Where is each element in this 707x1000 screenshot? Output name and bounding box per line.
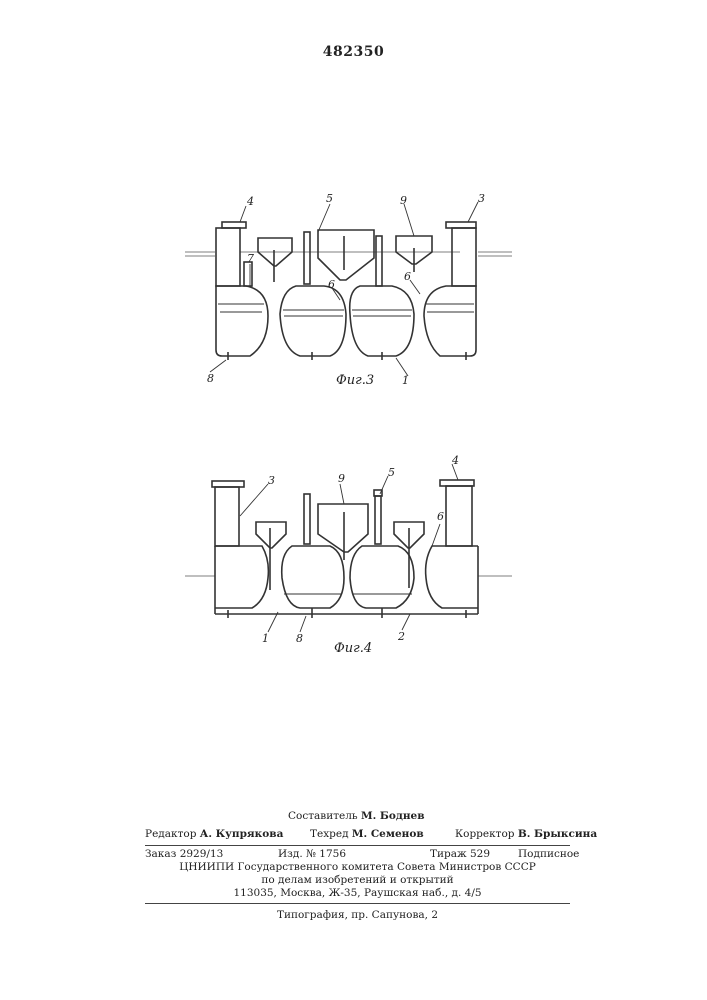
fig4-label-6: 6 (437, 510, 444, 523)
fig3-label-4: 4 (246, 195, 254, 208)
figure-4: 3 9 5 4 6 1 8 2 Фиг.4 (185, 454, 512, 656)
subscription: Подписное (518, 848, 579, 861)
corrector-role: Корректор (455, 828, 515, 840)
fig4-label-8: 8 (296, 632, 303, 645)
fig4-label-5: 5 (388, 466, 395, 479)
org-address: 113035, Москва, Ж-35, Раушская наб., д. … (145, 887, 570, 900)
imprint-divider-top (145, 845, 570, 846)
org-line-1: ЦНИИПИ Государственного комитета Совета … (145, 861, 570, 874)
circulation: Тираж 529 (430, 848, 490, 861)
fig4-label-9: 9 (338, 472, 345, 485)
editor-line: Редактор А. Купрякова (145, 828, 283, 841)
compiler-role: Составитель (288, 810, 358, 822)
imprint-divider-bottom (145, 903, 570, 904)
fig3-label-8: 8 (207, 372, 214, 385)
fig3-label-7: 7 (247, 252, 254, 265)
figure-3: 4 5 9 3 7 6 6 8 1 Фиг.3 (185, 192, 512, 388)
corrector-line: Корректор В. Брыксина (455, 828, 597, 841)
fig3-label-5: 5 (326, 192, 333, 205)
techred-name: М. Семенов (352, 828, 424, 840)
printing-house: Типография, пр. Сапунова, 2 (145, 909, 570, 922)
compiler-name: М. Боднев (361, 810, 425, 822)
fig3-label-6a: 6 (328, 278, 335, 291)
org-line-2: по делам изобретений и открытий (145, 874, 570, 887)
editor-role: Редактор (145, 828, 196, 840)
fig3-caption: Фиг.3 (336, 373, 374, 388)
fig4-label-4: 4 (451, 454, 459, 467)
editor-name: А. Купрякова (200, 828, 284, 840)
edition-number: Изд. № 1756 (278, 848, 346, 861)
fig3-label-9: 9 (400, 194, 407, 207)
fig3-label-1: 1 (402, 374, 409, 387)
techred-role: Техред (310, 828, 349, 840)
techred-line: Техред М. Семенов (310, 828, 424, 841)
fig4-label-1: 1 (262, 632, 269, 645)
fig3-label-6b: 6 (404, 270, 411, 283)
fig4-label-3: 3 (268, 474, 275, 487)
fig4-caption: Фиг.4 (334, 641, 372, 656)
fig3-label-3: 3 (478, 192, 485, 205)
corrector-name: В. Брыксина (518, 828, 597, 840)
fig4-label-2: 2 (397, 630, 405, 643)
order-number: Заказ 2929/13 (145, 848, 223, 861)
compiler-line: Составитель М. Боднев (288, 810, 425, 823)
